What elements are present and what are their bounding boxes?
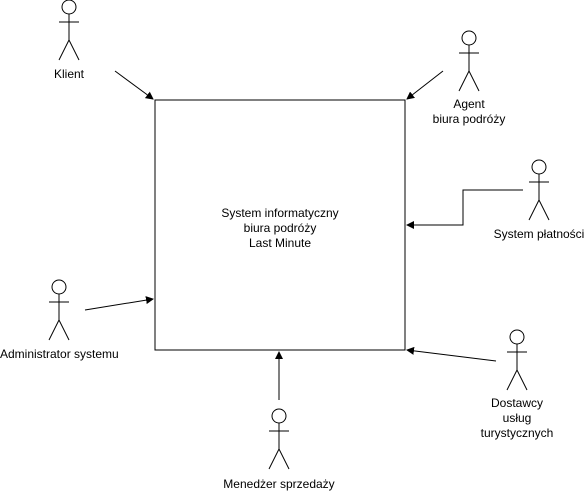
actor-agent-label: Agent biura podróży [419,97,519,127]
actor-menedzer-figure [268,408,290,470]
system-boundary [154,99,406,351]
actor-label-line: Menedżer sprzedaży [223,477,335,491]
system-label-line: System informatyczny [221,206,339,220]
actor-label-line: biura podróży [432,112,506,126]
actor-label-line: Agent [453,97,485,111]
arrow-agent [406,70,444,100]
actor-admin-label: Administrator systemu [0,347,119,362]
system-label-line: Last Minute [248,236,312,250]
actor-label-line: turystycznych [480,426,554,440]
system-label: System informatyczny biura podróży Last … [205,206,355,251]
actor-label-line: System płatności [493,227,585,241]
actor-klient-label: Klient [29,67,109,82]
actor-agent-figure [458,30,480,92]
arrow-admin [84,296,154,311]
arrow-klient [114,70,154,100]
actor-platnosci-label: System płatności [484,227,585,242]
actor-label-line: Klient [53,67,85,81]
actor-menedzer-label: Menedżer sprzedaży [219,477,339,492]
actor-dostawcy-figure [506,329,528,391]
actor-label-line: usług [502,411,532,425]
system-label-line: biura podróży [243,221,317,235]
actor-dostawcy-label: Dostawcy usług turystycznych [467,396,567,441]
arrow-platnosci [406,189,523,229]
actor-label-line: Dostawcy [490,396,543,410]
actor-klient-figure [58,0,80,61]
actor-platnosci-figure [528,159,550,221]
arrow-dostawcy [406,346,497,362]
actor-label-line: Administrator systemu [0,347,119,361]
actor-admin-figure [48,279,70,341]
